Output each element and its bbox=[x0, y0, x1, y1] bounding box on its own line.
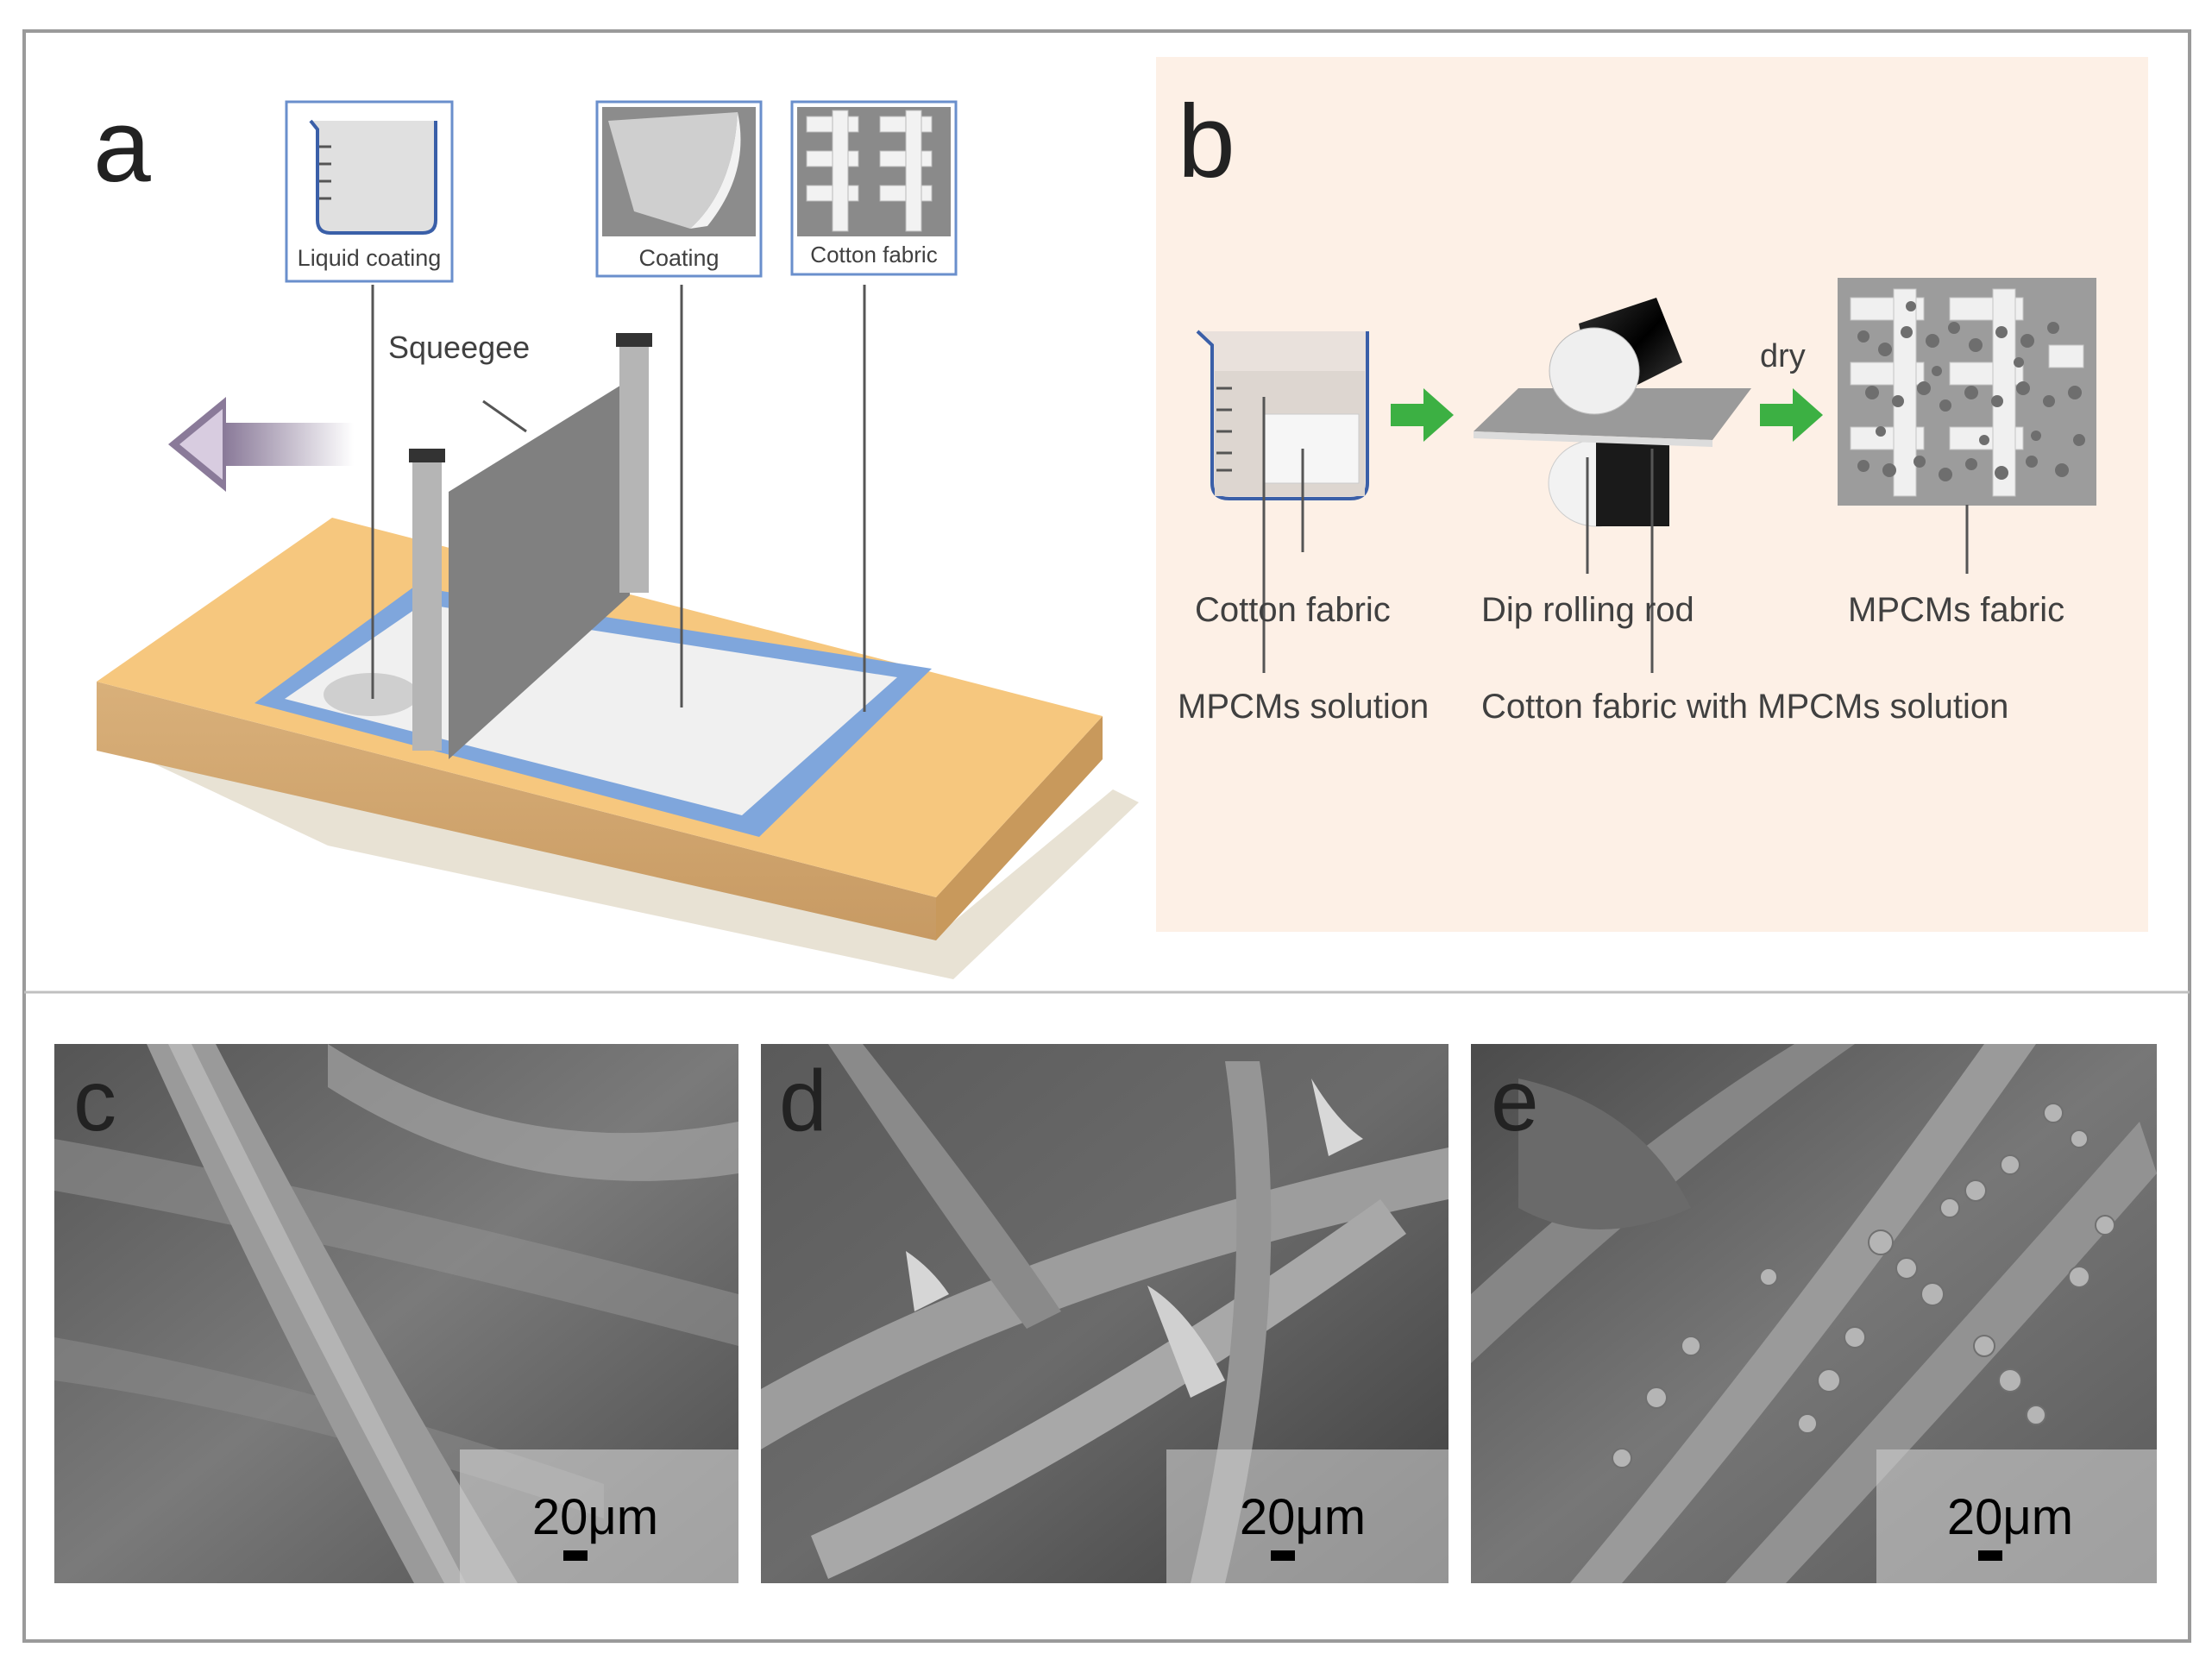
beaker-icon bbox=[309, 119, 437, 235]
leader-squeegee bbox=[482, 399, 527, 433]
dip-rolling-rod-label: Dip rolling rod bbox=[1481, 591, 1694, 629]
fabric-in-beaker bbox=[1263, 413, 1360, 484]
sem-c-scalebar bbox=[563, 1550, 588, 1561]
microcapsule-beads bbox=[1612, 1103, 2115, 1468]
squeegee-blade bbox=[449, 380, 630, 759]
sem-d-scalebar bbox=[1271, 1550, 1295, 1561]
inset-cotton-fabric-label: Cotton fabric bbox=[810, 242, 937, 267]
sem-d-letter: d bbox=[779, 1053, 827, 1149]
sem-d-scale-label: 20μm bbox=[1240, 1489, 1366, 1545]
sem-e-scalebar bbox=[1978, 1550, 2002, 1561]
scalebar-box bbox=[1876, 1449, 2157, 1583]
inset-cotton-fabric: Cotton fabric bbox=[790, 100, 958, 276]
beaker-with-fabric bbox=[1196, 330, 1369, 500]
board-side-right bbox=[936, 716, 1103, 940]
board-side-front bbox=[97, 682, 936, 940]
weave-pattern-icon bbox=[806, 110, 933, 232]
mpcms-fabric-label: MPCMs fabric bbox=[1848, 591, 2064, 629]
squeegee-post-left-cap bbox=[409, 449, 445, 462]
coating-sheet-icon bbox=[608, 112, 738, 229]
sem-c-letter: c bbox=[73, 1053, 116, 1149]
dry-label: dry bbox=[1760, 338, 1806, 374]
scalebar-box bbox=[460, 1449, 738, 1583]
sem-panel-d: d 20μm bbox=[761, 1044, 1448, 1583]
cotton-fabric-with-solution-label: Cotton fabric with MPCMs solution bbox=[1481, 688, 2008, 726]
mpcms-fabric-image bbox=[1838, 278, 2096, 506]
fiber-texture bbox=[1471, 1044, 2157, 1583]
liquid-pool bbox=[324, 673, 418, 716]
panel-a-letter: a bbox=[93, 88, 151, 204]
scalebar-box bbox=[1166, 1449, 1448, 1583]
outer-frame bbox=[22, 29, 2191, 1643]
rolling-rod-assembly bbox=[1474, 298, 1751, 527]
inset-coating: Coating bbox=[595, 100, 763, 278]
panel-b: b dry bbox=[1156, 57, 2148, 932]
panel-b-letter: b bbox=[1178, 84, 1235, 199]
green-arrow-icon bbox=[1391, 388, 1454, 442]
squeegee-label: Squeegee bbox=[388, 330, 530, 365]
squeegee-post-right-cap bbox=[616, 333, 652, 347]
squeegee-post-right bbox=[619, 338, 649, 593]
inset-coating-label: Coating bbox=[638, 245, 719, 271]
inset-liquid-coating-label: Liquid coating bbox=[298, 245, 442, 271]
inset-liquid-coating: Liquid coating bbox=[285, 100, 454, 283]
sem-panel-e: e 20μm bbox=[1471, 1044, 2157, 1583]
fabric-sheet bbox=[1474, 388, 1751, 440]
green-arrow-icon-2 bbox=[1760, 388, 1823, 442]
sem-c-scale-label: 20μm bbox=[532, 1489, 658, 1545]
squeegee-post-left bbox=[412, 453, 442, 751]
sem-panel-c: c 20μm bbox=[54, 1044, 738, 1583]
mpcms-solution-label: MPCMs solution bbox=[1178, 688, 1429, 726]
panel-a: a bbox=[93, 88, 1139, 979]
cotton-fabric-label: Cotton fabric bbox=[1195, 591, 1391, 629]
sem-e-scale-label: 20μm bbox=[1947, 1489, 2073, 1545]
direction-arrow-icon bbox=[168, 397, 354, 492]
sem-e-letter: e bbox=[1491, 1053, 1539, 1149]
microcapsules bbox=[1857, 301, 2085, 481]
